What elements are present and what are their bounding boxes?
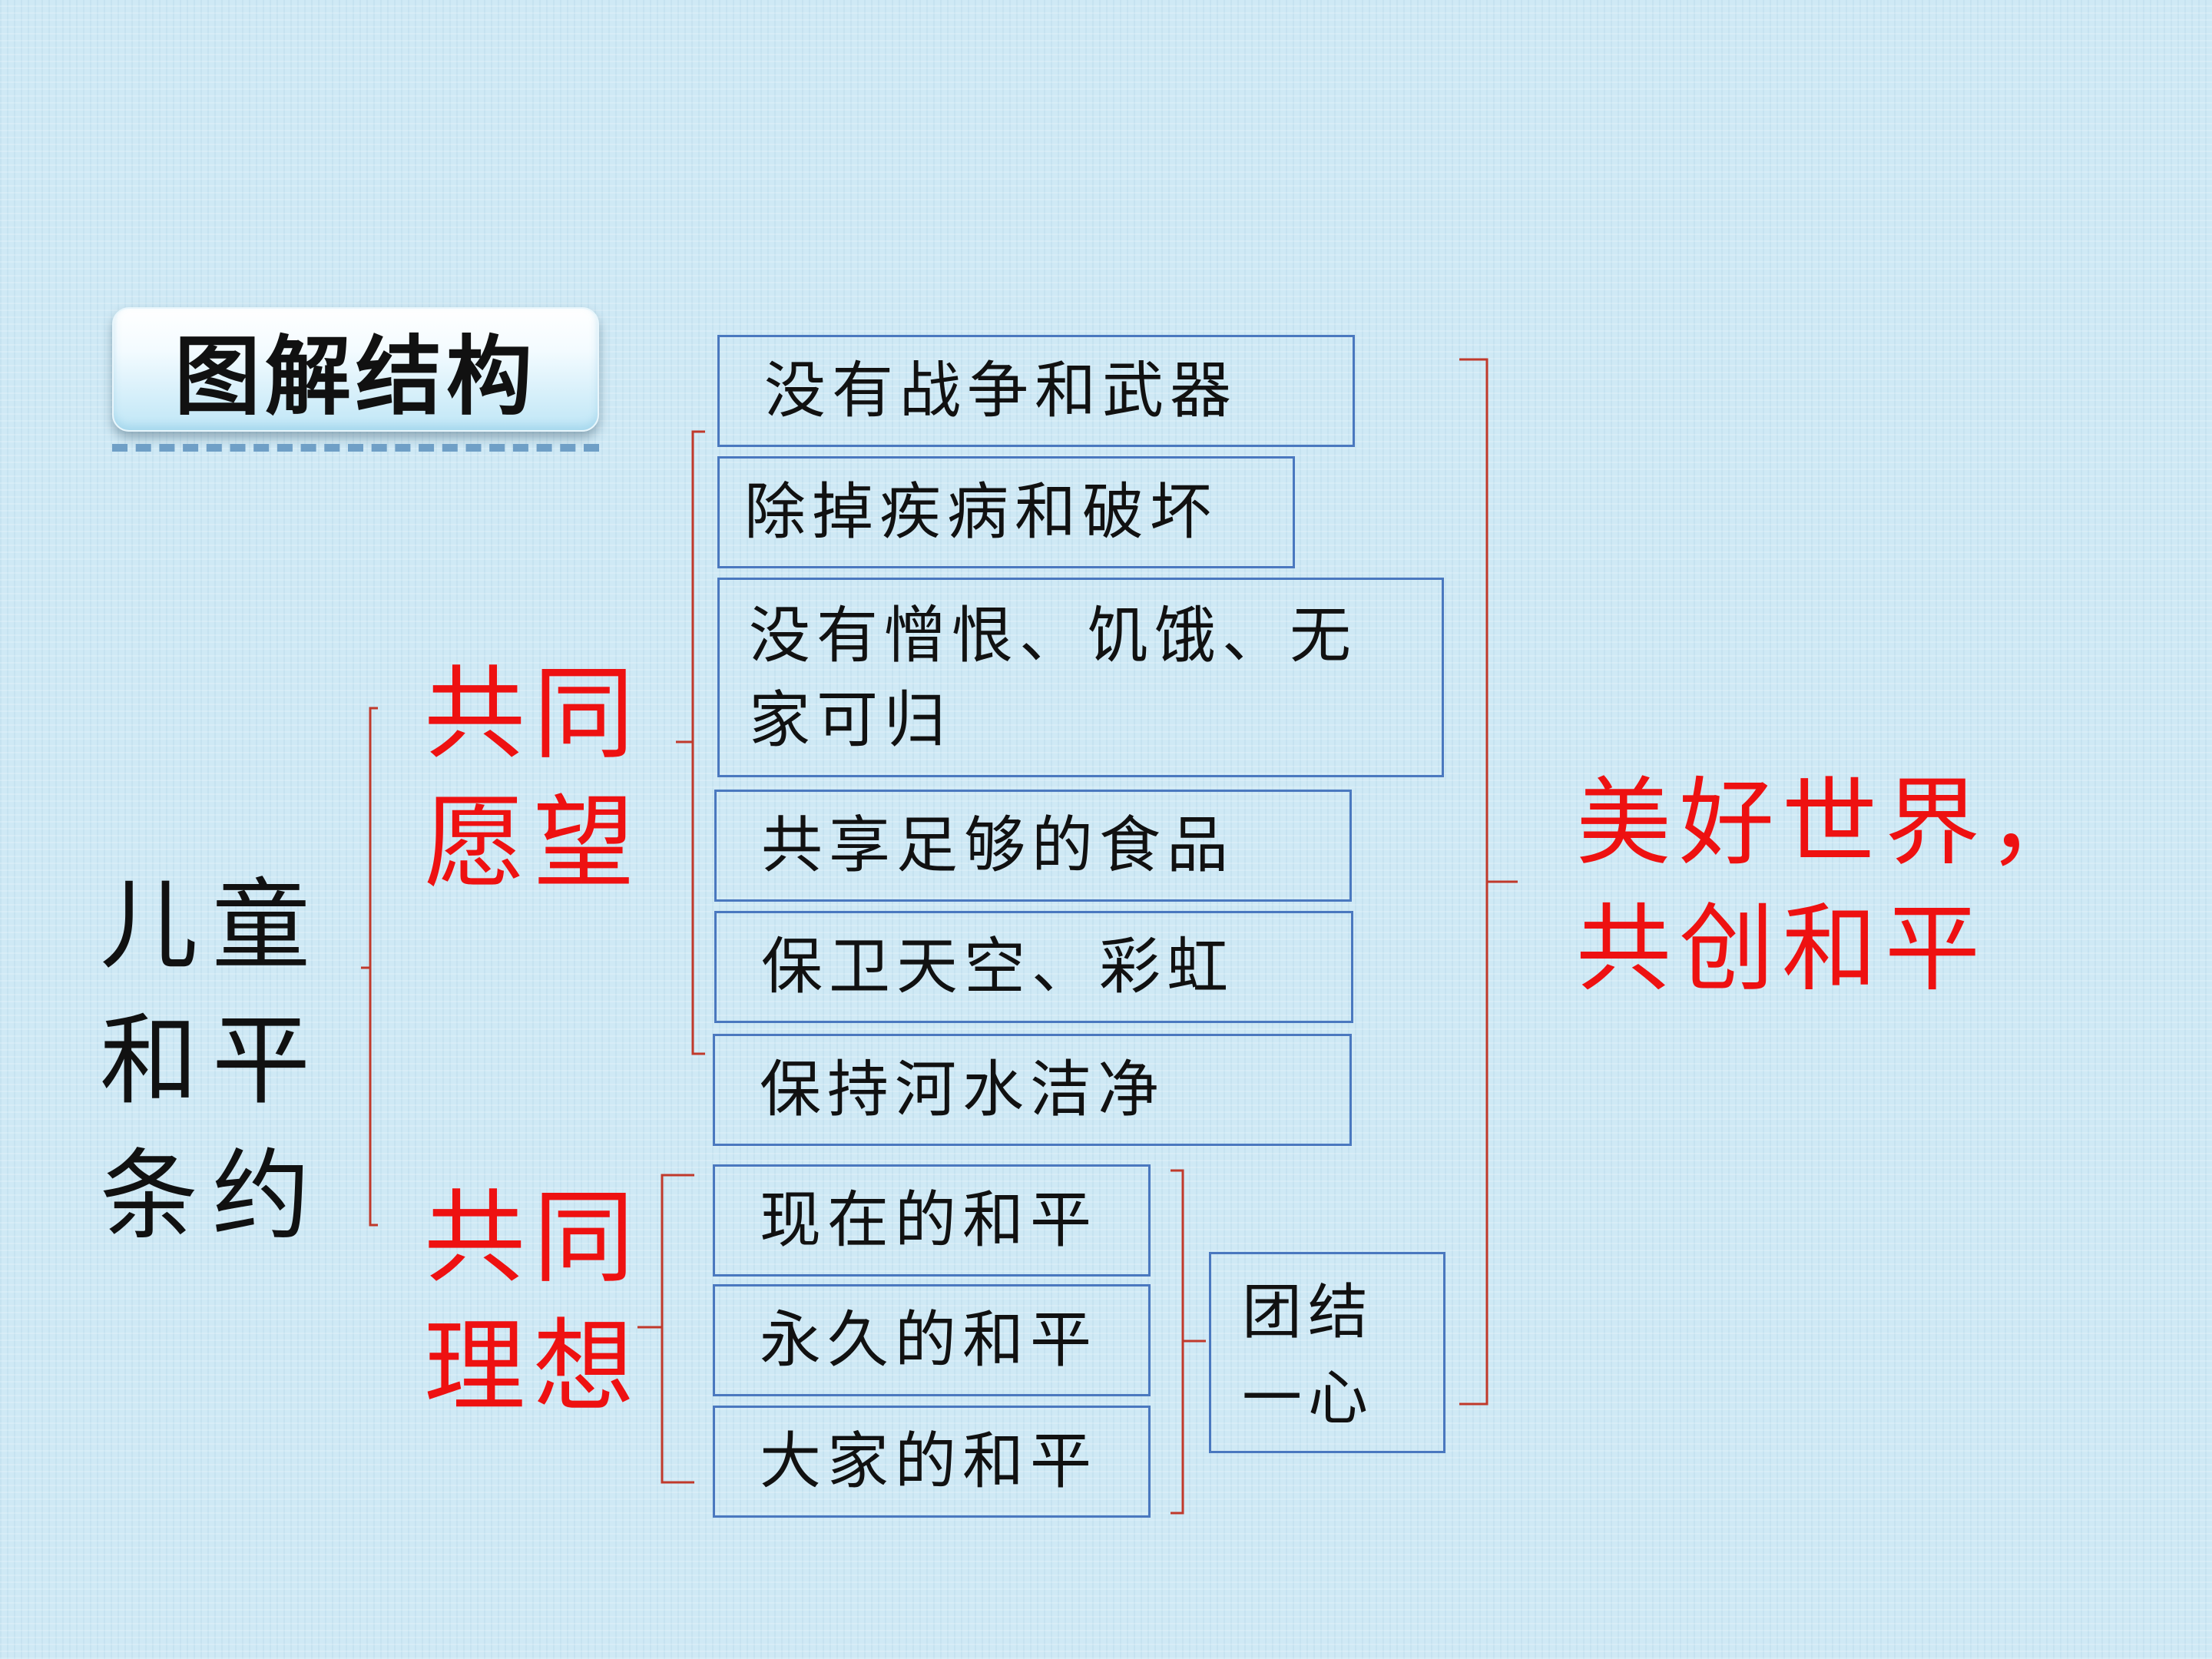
unity-box: 团结 一心 — [1209, 1252, 1445, 1453]
wish-text-4: 共享足够的食品 — [761, 810, 1234, 881]
root-label: 儿童 和平 条约 — [100, 859, 324, 1264]
title-badge: 图解结构 — [112, 307, 599, 432]
diagram-title: 图解结构 — [174, 327, 537, 427]
ideal-text-3: 大家的和平 — [760, 1426, 1098, 1497]
wish-box-5: 保卫天空、彩虹 — [714, 911, 1353, 1023]
branch-wish-line-2: 愿望 — [424, 784, 642, 902]
conclusion-line-1: 美好世界， — [1576, 768, 2091, 879]
wish-box-2: 除掉疾病和破坏 — [717, 456, 1295, 568]
title-underline — [112, 444, 599, 452]
root-label-line-1: 儿童 — [100, 869, 325, 983]
wish-box-6: 保持河水洁净 — [713, 1034, 1352, 1146]
conclusion: 美好世界， 共创和平 — [1576, 760, 2091, 1012]
wish-box-3: 没有憎恨、饥饿、无 家可归 — [717, 578, 1444, 777]
wish-text-5: 保卫天空、彩虹 — [761, 931, 1234, 1002]
wish-bracket — [676, 430, 705, 1055]
ideal-box-2: 永久的和平 — [713, 1284, 1151, 1396]
ideal-bracket — [637, 1174, 694, 1484]
conclusion-line-2: 共创和平 — [1576, 894, 1988, 1005]
wish-box-4: 共享足够的食品 — [714, 790, 1352, 902]
ideal-box-3: 大家的和平 — [713, 1406, 1151, 1518]
unity-bracket — [1171, 1169, 1206, 1515]
branch-ideal-line-2: 理想 — [424, 1308, 642, 1426]
unity-text: 团结 一心 — [1242, 1278, 1375, 1433]
wish-text-2: 除掉疾病和破坏 — [744, 476, 1217, 548]
branch-wish-line-1: 共同 — [424, 655, 642, 773]
wish-box-1: 没有战争和武器 — [717, 335, 1355, 447]
ideal-text-1: 现在的和平 — [760, 1184, 1098, 1256]
root-bracket — [361, 707, 378, 1227]
wish-text-6: 保持河水洁净 — [760, 1054, 1165, 1125]
branch-label-ideal: 共同 理想 — [424, 1174, 642, 1432]
wish-text-3: 没有憎恨、饥饿、无 家可归 — [749, 600, 1357, 756]
ideal-box-1: 现在的和平 — [713, 1164, 1151, 1277]
branch-ideal-line-1: 共同 — [424, 1179, 642, 1297]
branch-label-wish: 共同 愿望 — [424, 650, 642, 908]
root-label-line-3: 条约 — [100, 1139, 325, 1253]
root-label-line-2: 和平 — [100, 1004, 325, 1118]
conclusion-bracket — [1459, 358, 1518, 1406]
wish-text-1: 没有战争和武器 — [764, 355, 1237, 426]
ideal-text-2: 永久的和平 — [760, 1304, 1098, 1376]
